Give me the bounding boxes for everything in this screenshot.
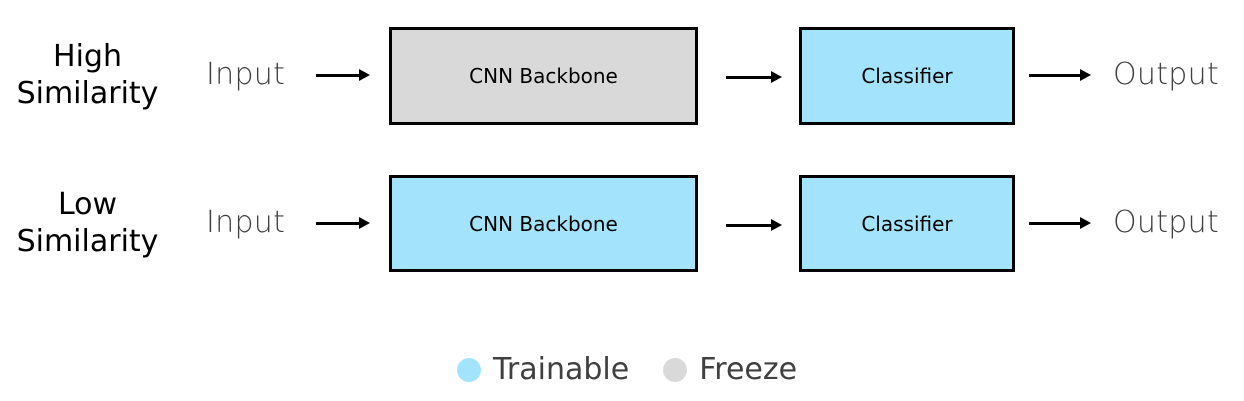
cnn-backbone-label: CNN Backbone [469, 64, 618, 88]
output-label: Output [1113, 57, 1220, 92]
row-label-line2: Similarity [16, 76, 159, 111]
classifier-label: Classifier [861, 64, 953, 88]
legend-item-freeze: Freeze [663, 352, 797, 387]
input-label: Input [206, 205, 286, 240]
classifier-label: Classifier [861, 211, 953, 236]
row-label-low-similarity: Low Similarity [10, 186, 165, 260]
legend: Trainable Freeze [457, 352, 831, 387]
cnn-backbone-label: CNN Backbone [469, 211, 618, 236]
legend-label-freeze: Freeze [699, 352, 798, 387]
input-label: Input [206, 57, 286, 92]
cnn-backbone-box: CNN Backbone [389, 27, 698, 125]
legend-item-trainable: Trainable [457, 352, 629, 387]
classifier-box: Classifier [799, 175, 1015, 272]
classifier-box: Classifier [799, 27, 1015, 125]
row-label-line1: High [53, 39, 122, 74]
freeze-swatch [663, 357, 688, 382]
row-label-line1: Low [57, 187, 118, 222]
output-label: Output [1113, 205, 1220, 240]
trainable-swatch [457, 357, 481, 382]
cnn-backbone-box: CNN Backbone [389, 175, 698, 272]
legend-label-trainable: Trainable [493, 352, 630, 387]
row-label-high-similarity: High Similarity [10, 38, 165, 112]
row-label-line2: Similarity [16, 224, 159, 259]
